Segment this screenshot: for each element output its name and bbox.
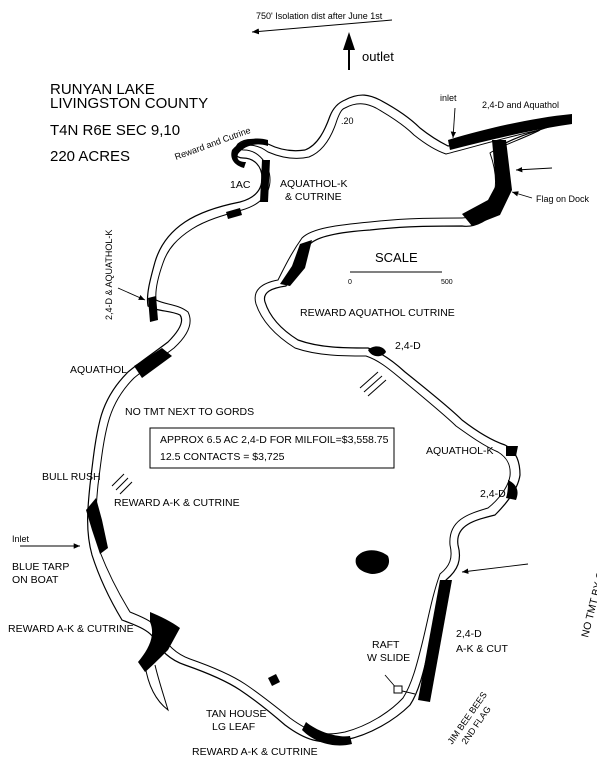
county-name: LIVINGSTON COUNTY	[50, 95, 208, 112]
zone-24d-aquathol-ne	[448, 114, 572, 150]
scale-max: 500	[441, 279, 453, 286]
zone-reward-aquathol-cutrine	[280, 240, 312, 286]
label-24d-aquathol-ne: 2,4-D and Aquathol	[482, 100, 559, 110]
label-24d-se: 2,4-D	[456, 628, 482, 640]
zone-24d-aquathol-k-west	[148, 296, 158, 322]
label-tan-house-1: TAN HOUSE	[206, 708, 266, 720]
label-flag-on-dock: Flag on Dock	[536, 194, 590, 204]
raft-marker	[393, 685, 403, 694]
scale-min: 0	[348, 279, 352, 286]
zone-24d-mid	[368, 346, 386, 357]
label-24d-e: 2,4-D	[480, 488, 506, 500]
isolation-note: 750' Isolation dist after June 1st	[256, 11, 383, 21]
bull-rush-marks	[111, 371, 387, 495]
label-raft-2: W SLIDE	[367, 652, 410, 664]
zone-nw-small	[226, 208, 242, 219]
summary-line-2: 12.5 CONTACTS = $3,725	[160, 451, 285, 463]
label-raft-1: RAFT	[372, 639, 400, 651]
zone-aquathol-west	[134, 348, 172, 378]
zone-aquathol-k-east	[506, 446, 518, 456]
zone-24d-east	[506, 480, 518, 500]
label-no-tmt-gazebo: NO TMT BY GREEN GAZEBO	[579, 497, 597, 639]
zone-tan-house	[268, 674, 280, 686]
label-blue-tarp-1: BLUE TARP	[12, 561, 69, 573]
acreage: 220 ACRES	[50, 148, 130, 165]
outlet-arrow	[343, 32, 355, 70]
label-tan-house-2: LG LEAF	[212, 721, 255, 733]
sw-inlet-channel	[144, 664, 169, 712]
lake-shoreline	[87, 94, 571, 743]
zone-reward-ak-cutrine-sw	[138, 612, 180, 672]
treatment-zones	[86, 114, 572, 746]
scale-title: SCALE	[375, 250, 418, 265]
label-point-20: .20	[341, 116, 354, 126]
lake-inner-shoreline	[95, 103, 541, 735]
zone-reward-cutrine-nw	[231, 138, 268, 168]
label-reward-ak-cutrine-1: REWARD A-K & CUTRINE	[114, 497, 240, 509]
outlet-label: outlet	[362, 49, 394, 64]
label-aquathol-w: AQUATHOL	[70, 364, 127, 376]
label-1ac: 1AC	[230, 179, 251, 191]
zone-ne-shore	[462, 140, 512, 226]
summary-line-1: APPROX 6.5 AC 2,4-D FOR MILFOIL=$3,558.7…	[160, 434, 389, 446]
township: T4N R6E SEC 9,10	[50, 122, 180, 139]
label-aquathol-k-1: AQUATHOL-K	[280, 178, 347, 190]
label-bull-rush: BULL RUSH	[42, 471, 101, 483]
zone-24d-ak-cut	[418, 580, 452, 702]
label-aquathol-k-2: & CUTRINE	[285, 191, 342, 203]
summary-box	[149, 427, 395, 469]
label-blue-tarp-2: ON BOAT	[12, 574, 59, 586]
zone-island	[355, 550, 390, 574]
label-24d-aquathol-k-vertical: 2,4-D & AQUATHOL-K	[104, 230, 114, 320]
label-reward-ak-cutrine-2: REWARD A-K & CUTRINE	[8, 623, 134, 635]
isolation-arrow	[251, 19, 393, 35]
inlet-label-w: Inlet	[12, 534, 30, 544]
label-reward-ak-cutrine-3: REWARD A-K & CUTRINE	[192, 746, 318, 758]
label-aquathol-k-e: AQUATHOL-K	[426, 445, 493, 457]
zone-reward-ak-cutrine-south	[302, 722, 352, 746]
lake-name: RUNYAN LAKE	[50, 81, 155, 98]
label-24d-mid: 2,4-D	[395, 340, 421, 352]
label-reward-aquathol-cutrine: REWARD AQUATHOL CUTRINE	[300, 307, 455, 319]
label-ak-cut: A-K & CUT	[456, 643, 509, 655]
inlet-label-ne: inlet	[440, 93, 457, 103]
label-no-tmt-gords: NO TMT NEXT TO GORDS	[125, 406, 254, 418]
zone-reward-ak-cutrine-west	[86, 498, 108, 554]
zone-aquathol-k-cutrine	[260, 160, 270, 202]
